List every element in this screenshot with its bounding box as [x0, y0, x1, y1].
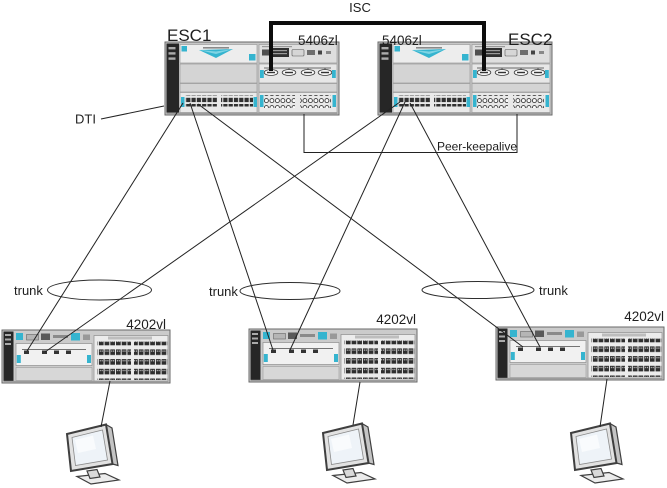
esc2-label: ESC2	[508, 30, 552, 49]
edge1-model-label: 4202vl	[126, 317, 166, 332]
uplink-esc1-edge2	[189, 102, 274, 351]
link-edge2-pc2	[352, 381, 361, 426]
client-pc-3	[570, 422, 624, 484]
link-isc	[269, 21, 486, 71]
dti-callout-line	[100, 105, 165, 120]
uplink-esc2-edge3	[409, 102, 541, 348]
edge-switch-3	[495, 326, 665, 381]
links	[26, 21, 608, 428]
isc-label: ISC	[349, 0, 371, 15]
uplink-esc2-edge1	[44, 101, 401, 353]
edge-switch-2	[248, 328, 418, 383]
trunk-ellipse-1	[47, 279, 152, 301]
client-pc-2	[322, 422, 376, 484]
uplink-esc1-edge3	[197, 103, 524, 348]
edge3-model-label: 4202vl	[624, 309, 664, 324]
esc1-label: ESC1	[167, 26, 211, 45]
link-edge1-pc1	[100, 380, 111, 428]
uplink-esc2-edge2	[289, 101, 406, 351]
link-edge3-pc3	[599, 378, 608, 428]
dti-label: DTI	[75, 112, 96, 127]
link-peer-keepalive	[303, 114, 518, 153]
uplink-esc1-edge1	[26, 102, 184, 352]
trunk-label-2: trunk	[209, 284, 238, 299]
esc1-model-label: 5406zl	[298, 33, 338, 48]
edge-switch-1	[1, 329, 171, 384]
trunk-label-1: trunk	[14, 283, 43, 298]
client-pc-1	[66, 423, 120, 485]
trunk-label-3: trunk	[539, 283, 568, 298]
trunk-ellipse-3	[421, 281, 535, 299]
core-switch-esc1	[164, 41, 340, 116]
edge2-model-label: 4202vl	[376, 312, 416, 327]
trunk-ellipse-2	[239, 282, 341, 300]
peer-keepalive-label: Peer-keepalive	[437, 140, 517, 154]
esc2-model-label: 5406zl	[382, 33, 422, 48]
